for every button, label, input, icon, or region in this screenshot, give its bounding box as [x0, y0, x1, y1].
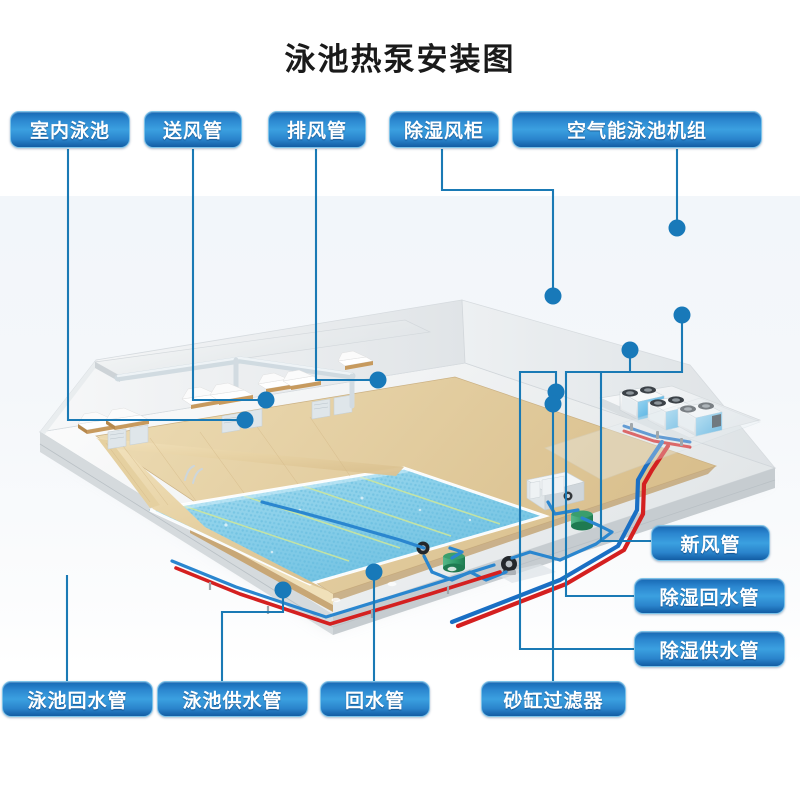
- label-supply-air-duct[interactable]: 送风管: [144, 111, 242, 148]
- label-fresh-air-duct[interactable]: 新风管: [651, 525, 770, 561]
- label-sand-filter[interactable]: 砂缸过滤器: [481, 681, 626, 717]
- label-pool-return-pipe[interactable]: 泳池回水管: [2, 681, 153, 717]
- hot-water-pipe-deck: [174, 566, 502, 626]
- label-dehumidification-cabinet[interactable]: 除湿风柜: [389, 111, 499, 148]
- pool-supply-pipe-deck: [170, 559, 496, 619]
- page-title: 泳池热泵安装图: [284, 42, 516, 78]
- pool-lane-lines: [183, 476, 501, 562]
- floor-drains: [331, 566, 457, 603]
- label-return-pipe[interactable]: 回水管: [320, 681, 430, 717]
- label-dehumid-supply-pipe[interactable]: 除湿供水管: [634, 631, 785, 667]
- label-pool-supply-pipe[interactable]: 泳池供水管: [157, 681, 308, 717]
- background-upper: [0, 0, 800, 196]
- wooden-deck: [96, 416, 404, 593]
- label-dehumid-return-pipe[interactable]: 除湿回水管: [634, 578, 785, 614]
- label-exhaust-duct[interactable]: 排风管: [268, 111, 366, 148]
- label-indoor-pool[interactable]: 室内泳池: [10, 111, 130, 148]
- label-air-source-pool-unit[interactable]: 空气能泳池机组: [512, 111, 762, 148]
- pool-ladder: [184, 465, 203, 484]
